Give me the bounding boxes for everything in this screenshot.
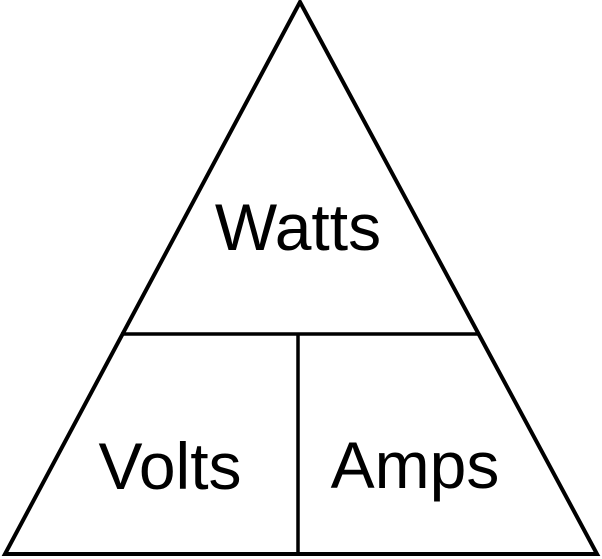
volts-label: Volts <box>98 429 241 503</box>
amps-label: Amps <box>331 428 500 502</box>
watts-label: Watts <box>215 190 381 264</box>
